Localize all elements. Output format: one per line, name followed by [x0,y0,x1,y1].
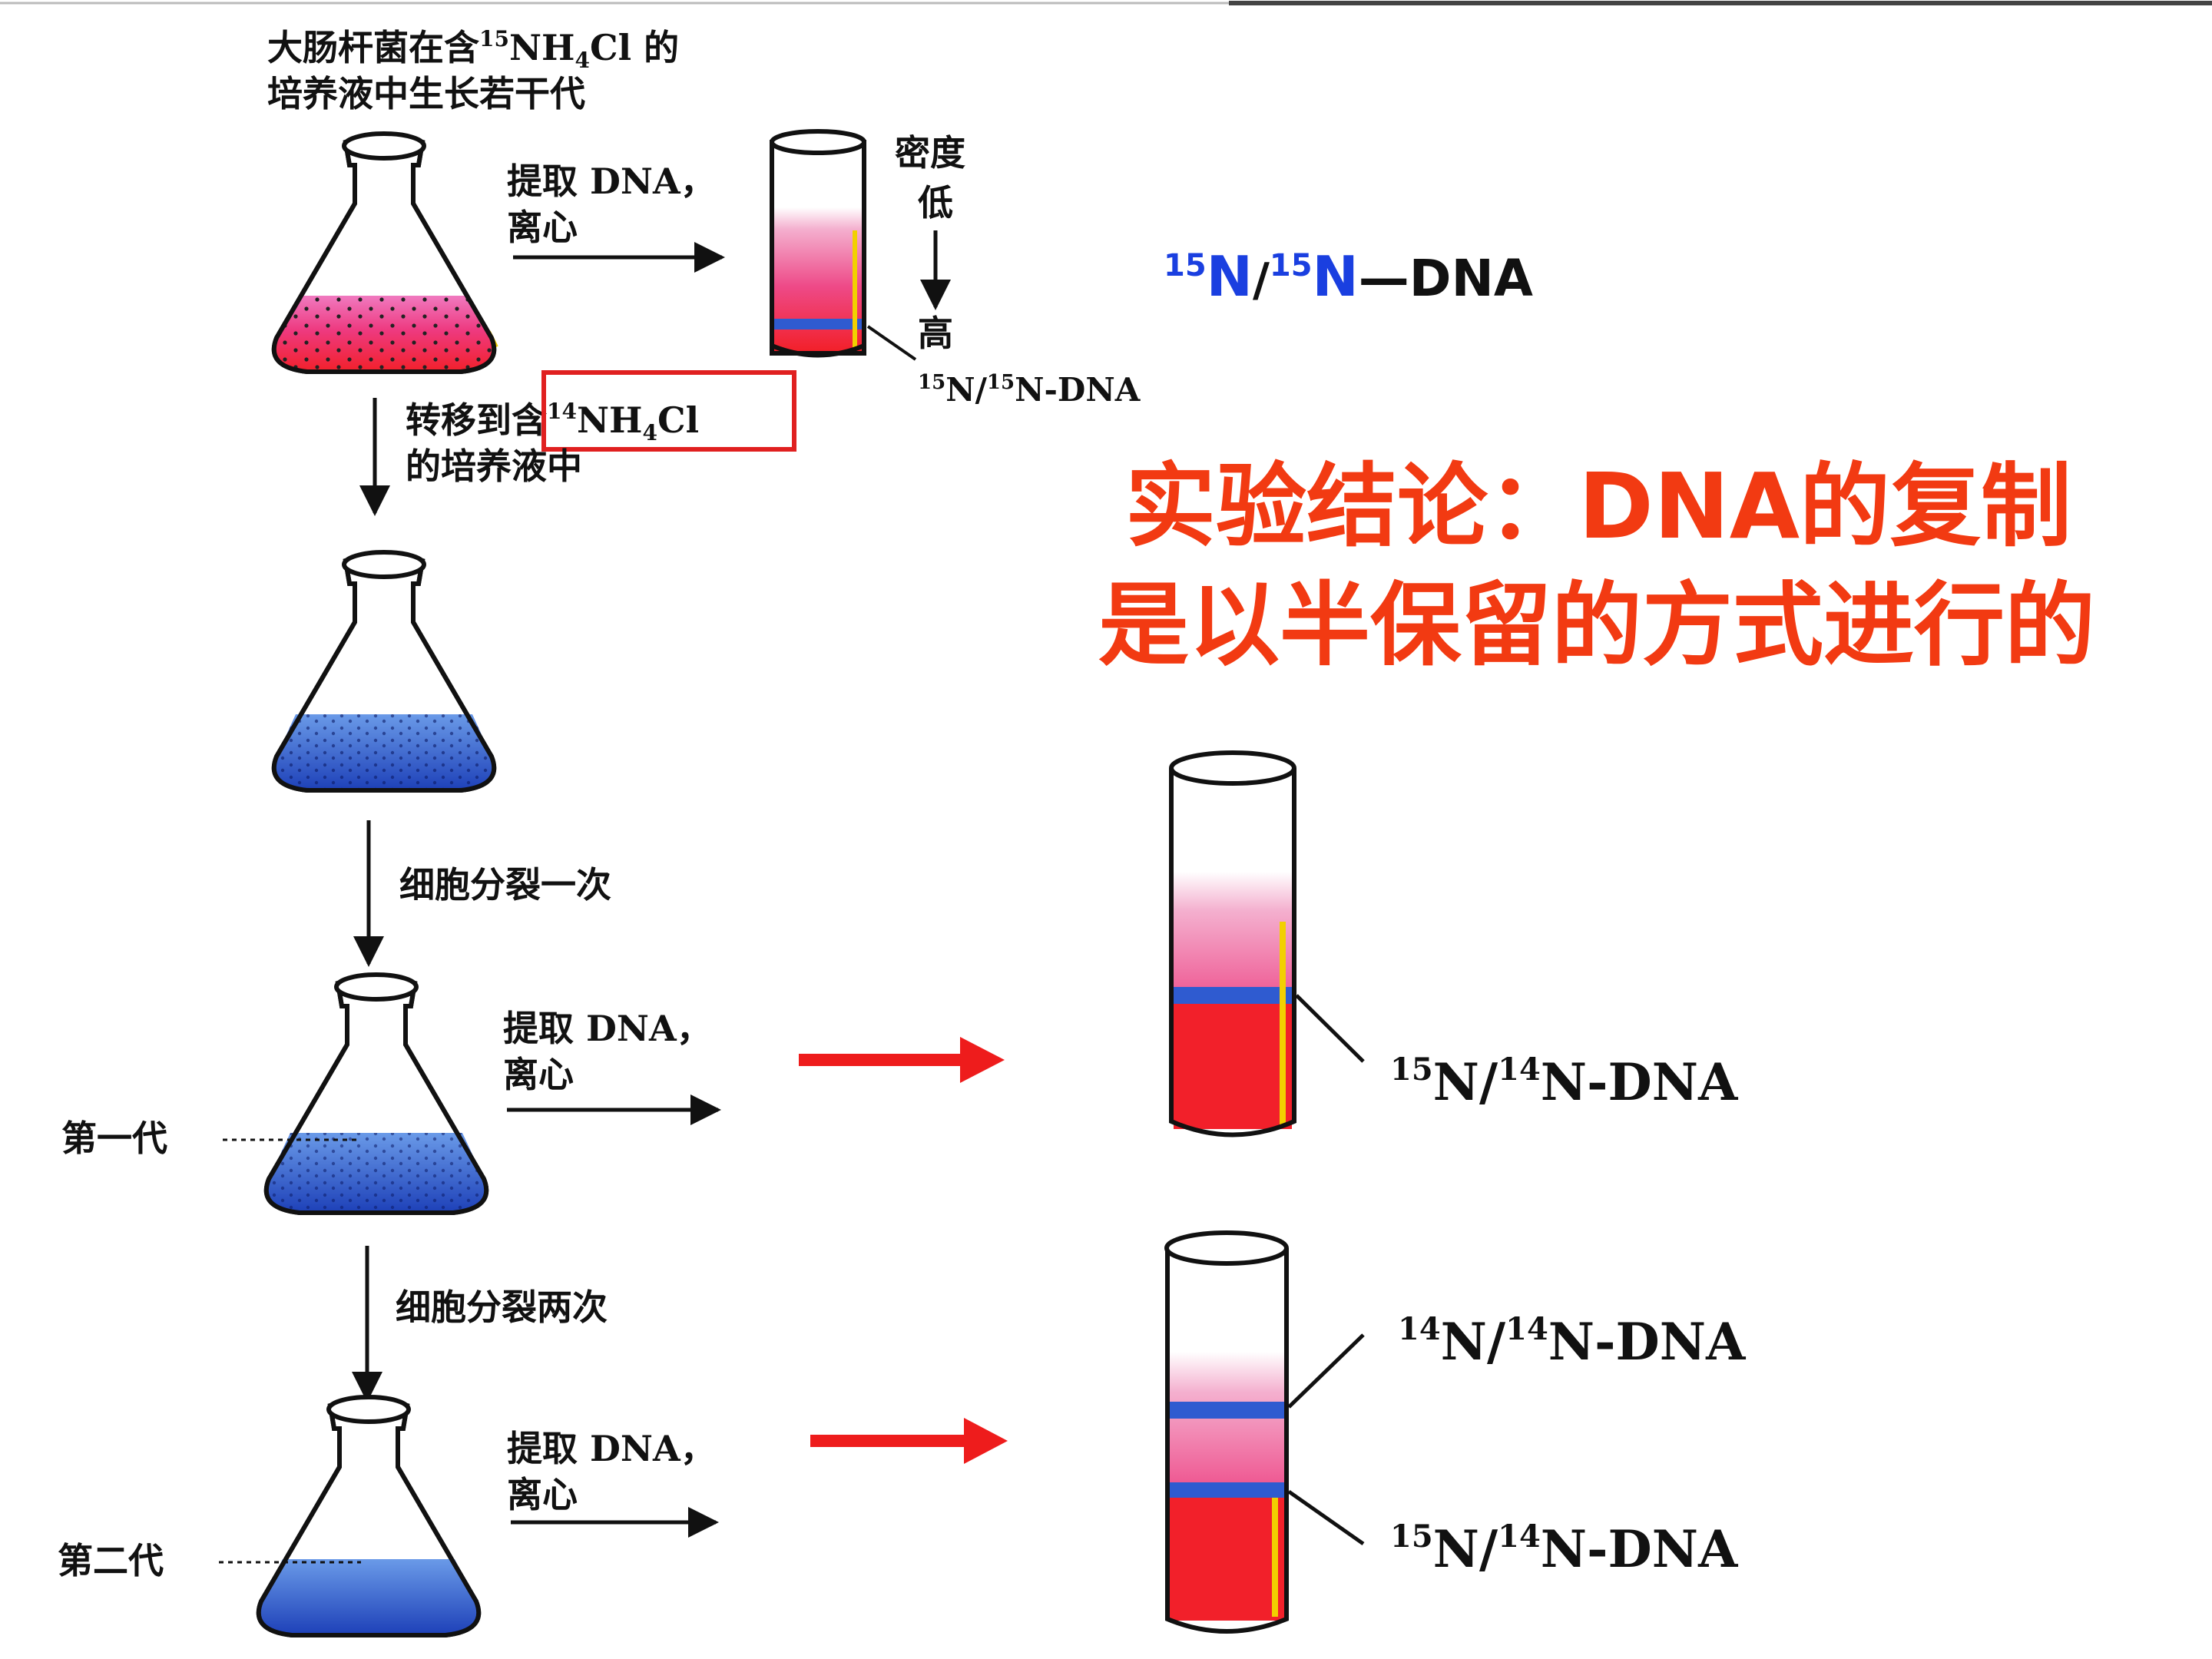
transfer-line1: 转移到含14NH4Cl [406,399,699,445]
band-label-gen2-bottom: 15N/14N-DNA [1390,1518,1738,1579]
density-high-label: 高 [918,313,953,354]
flask-gen2 [256,1395,482,1637]
conclusion-line2: 是以半保留的方式进行的 [1098,572,2095,678]
flask-transfer [271,550,497,793]
header-line1: 大肠杆菌在含15NH4Cl 的 [267,26,679,73]
division2-label: 细胞分裂两次 [396,1286,608,1328]
tube-initial [770,129,866,358]
division1-label: 细胞分裂一次 [399,864,611,906]
step1-line2: 离心 [507,207,578,248]
header-line2: 培养液中生长若干代 [267,73,585,114]
density-label: 密度 [895,132,965,174]
formula-15n-15n-dna: 15N/15N—DNA [1164,244,1533,309]
flask-gen1 [263,972,489,1215]
step3-line1: 提取 DNA， [507,1428,716,1469]
gen1-label: 第一代 [61,1118,167,1159]
band-label-gen2-top: 14N/14N-DNA [1398,1311,1746,1372]
tube-gen2 [1164,1230,1289,1634]
band-pointer-gen1 [1295,994,1365,1063]
flask-initial [271,131,498,374]
band-label-gen1: 15N/14N-DNA [1390,1051,1738,1112]
band-label-top: 15N/15N-DNA [918,371,1141,409]
red-arrow-gen1 [799,1037,1005,1083]
red-arrow-gen2 [810,1418,1008,1464]
step1-line1: 提取 DNA， [507,161,716,202]
band-pointer-gen2-top [1287,1333,1365,1409]
step2-line2: 离心 [503,1054,574,1095]
gen2-label: 第二代 [58,1540,164,1581]
band-pointer-top [866,325,917,361]
tube-gen1 [1169,750,1296,1137]
density-low-label: 低 [918,182,953,224]
transfer-line2: 的培养液中 [406,445,582,487]
band-pointer-gen2-bottom [1287,1489,1365,1546]
conclusion-line1: 实验结论：DNA的复制 [1125,453,2071,559]
step2-line1: 提取 DNA， [503,1008,712,1049]
highlight-box [541,370,796,452]
step3-line2: 离心 [507,1474,578,1515]
